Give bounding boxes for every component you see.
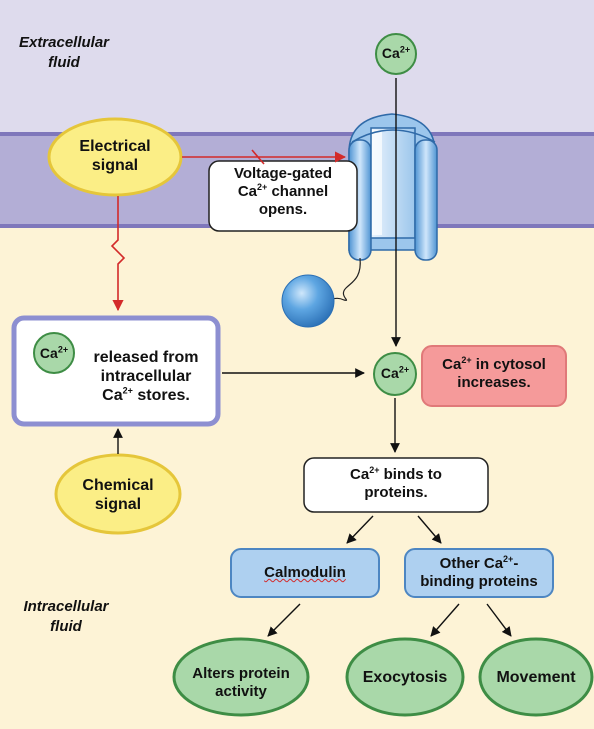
- arrow-electrical-to-stores: [110, 196, 126, 312]
- chemical-signal-shape: [54, 453, 182, 535]
- arrow-to-calmodulin: [346, 515, 374, 544]
- movement: Movement: [496, 669, 576, 686]
- cytosol-box: [421, 345, 567, 407]
- other-binding-label: Other Ca2+- binding proteins: [420, 554, 538, 591]
- extracellular-region: [0, 0, 594, 132]
- ca-ion-cytosol-label: Ca2+: [380, 364, 410, 381]
- arrow-to-other: [417, 515, 442, 544]
- intracellular-label: Intracellular fluid: [6, 597, 126, 636]
- extracellular-label-line2: fluid: [48, 53, 80, 71]
- ca-ion-stores: [33, 332, 75, 374]
- cytosol-increases-label: Ca2+ in cytosol increases.: [442, 355, 546, 392]
- arrow-to-alters: [267, 603, 301, 637]
- alters-protein-activity: Alters protein activity: [192, 665, 290, 700]
- extracellular-label-line1: Extracellular: [18, 34, 110, 51]
- channel-opens-label: Voltage-gated Ca2+ channel opens.: [233, 165, 333, 218]
- exocytosis: Exocytosis: [362, 669, 448, 686]
- electrical-signal: Electrical signal: [79, 138, 151, 175]
- exocytosis-shape: [345, 637, 465, 717]
- arrow-to-movement: [486, 603, 512, 637]
- ca-ion-stores-label: Ca2+: [39, 344, 69, 361]
- intracellular-label-line1: Intracellular: [23, 598, 109, 615]
- electrical-signal-shape: [47, 117, 183, 197]
- chemical-signal: Chemical signal: [82, 477, 154, 514]
- calmodulin-label: Calmodulin: [264, 564, 346, 581]
- ca-ion-extracellular-label: Ca2+: [381, 44, 411, 61]
- ca-ion-cytosol: [373, 352, 417, 396]
- extracellular-label: Extracellular fluid: [4, 33, 124, 72]
- calmodulin-box: [230, 548, 380, 598]
- ca-ion-extracellular: [375, 33, 417, 75]
- alters-shape: [172, 637, 310, 717]
- other-binding-box: [404, 548, 554, 598]
- arrow-electrical-to-channel: [182, 149, 347, 165]
- channel-label-box: [208, 160, 358, 232]
- binds-box: [303, 457, 489, 513]
- stores-label: released from intracellular Ca2+ stores.: [93, 349, 199, 405]
- movement-shape: [478, 637, 594, 717]
- binds-proteins-label: Ca2+ binds to proteins.: [350, 465, 442, 502]
- inactivation-ball: [281, 274, 335, 328]
- arrow-to-exocytosis: [430, 603, 460, 637]
- intracellular-label-line2: fluid: [50, 617, 82, 635]
